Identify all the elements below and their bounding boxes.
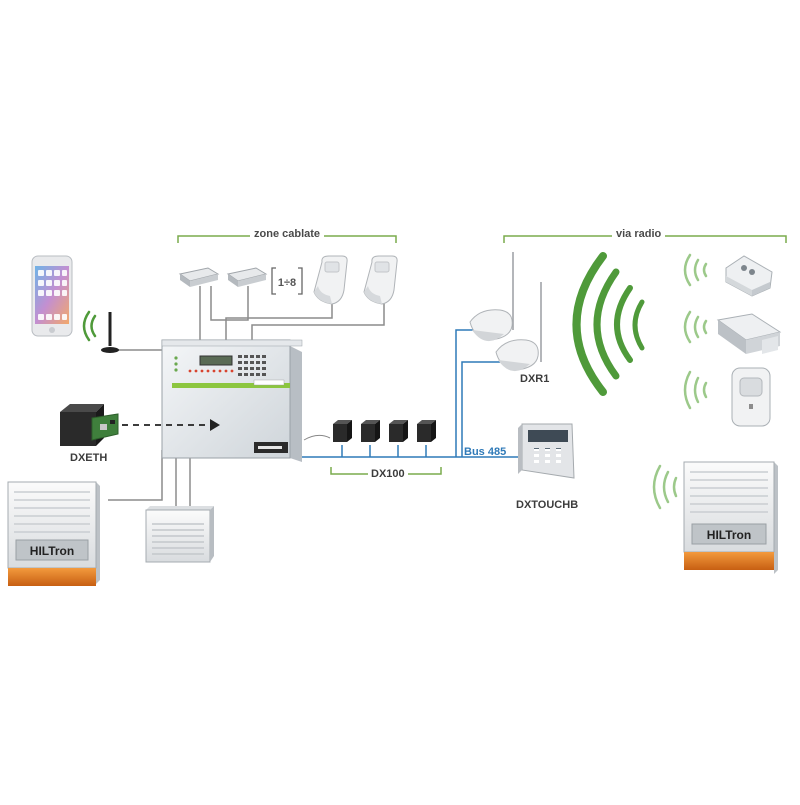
siren-left-brand: HILTron [30, 544, 74, 558]
smartphone [31, 255, 73, 337]
bus-485-lines [302, 329, 522, 458]
remote-control [725, 255, 773, 297]
siren-right-brand: HILTron [707, 528, 751, 542]
via-radio-label: via radio [612, 228, 666, 240]
dxr1-receiver-1 [469, 252, 514, 342]
dxtouchb-label: DXTOUCHB [516, 499, 579, 511]
dx100-label: DX100 [368, 468, 408, 480]
magnetic-contact-2 [226, 267, 268, 287]
dxr1-label: DXR1 [520, 373, 550, 385]
radio-waves-small [652, 253, 708, 510]
pir-detector-wireless [731, 367, 771, 427]
pir-detector-2 [363, 255, 398, 305]
control-panel [161, 339, 303, 462]
siren-left [7, 481, 100, 586]
dx100-module-3 [389, 420, 408, 442]
indoor-siren [145, 506, 214, 563]
dxtouchb-keypad [518, 423, 575, 479]
dxeth-arrow [122, 419, 220, 431]
zone-cablate-label: zone cablate [250, 228, 325, 240]
dxeth-module [60, 404, 119, 446]
dxeth-label: DXETH [70, 452, 108, 464]
wires [108, 286, 385, 508]
dx100-module-1 [333, 420, 352, 442]
zone-range-marker [271, 267, 303, 295]
dxr1-receiver-2 [495, 282, 542, 372]
zone-range-text: 1÷8 [278, 277, 296, 289]
dx100-modules [303, 420, 436, 442]
magnetic-contact-wireless [716, 313, 782, 354]
magnetic-contact-1 [178, 267, 220, 287]
dx100-module-4 [417, 420, 436, 442]
bus485-label: Bus 485 [464, 446, 507, 458]
radio-waves-large [572, 252, 645, 396]
pir-detector-1 [313, 255, 348, 305]
dx100-module-2 [361, 420, 380, 442]
siren-right [683, 461, 778, 574]
gsm-antenna [82, 310, 119, 353]
